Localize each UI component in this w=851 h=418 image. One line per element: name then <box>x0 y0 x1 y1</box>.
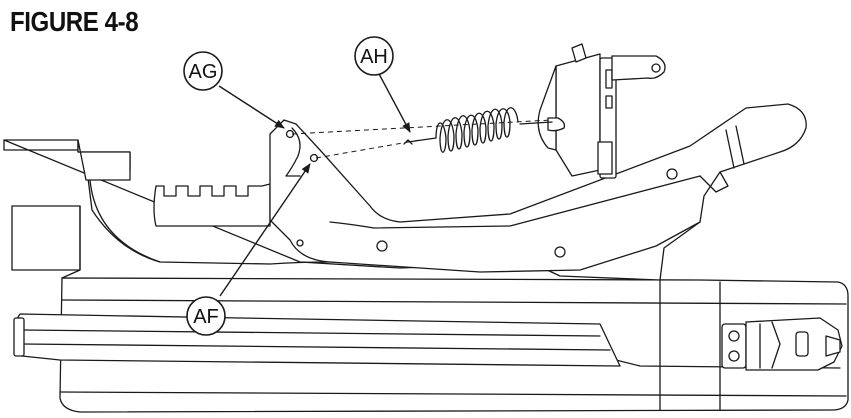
latch-clip <box>721 317 843 371</box>
leader-lines <box>218 71 411 297</box>
left-block <box>11 205 81 279</box>
callout-af: AF <box>186 296 226 336</box>
callout-ag-label: AG <box>189 61 218 83</box>
callout-af-label: AF <box>193 306 219 328</box>
housing-body <box>3 139 701 281</box>
figure-title: FIGURE 4-8 <box>10 6 139 37</box>
tension-spring <box>403 107 553 153</box>
mount-bracket <box>537 43 666 179</box>
left-rod <box>13 313 621 367</box>
callout-ah: AH <box>354 36 394 76</box>
callout-ag: AG <box>183 51 223 91</box>
callout-ah-label: AH <box>360 46 388 68</box>
alignment-lines <box>291 119 553 159</box>
lever-arm <box>269 103 807 273</box>
